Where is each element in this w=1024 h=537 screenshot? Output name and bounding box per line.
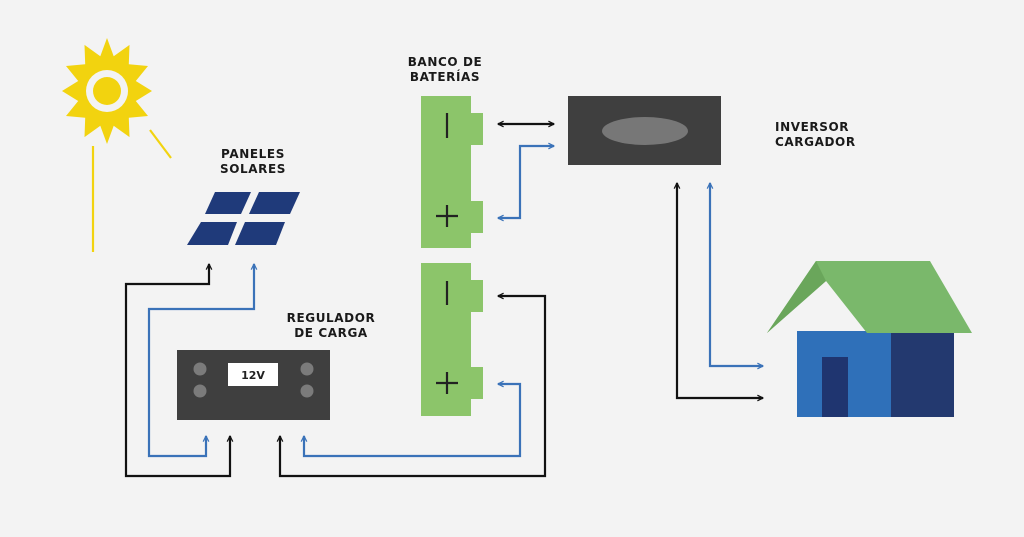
connector-arrow [147, 264, 254, 458]
solar-panel-icon [187, 192, 300, 245]
connector-arrow [280, 296, 547, 478]
label-line: SOLARES [219, 162, 287, 176]
inverter-icon [568, 96, 721, 165]
label-line: CARGADOR [775, 135, 856, 149]
charge-regulator-icon: 12V [177, 350, 330, 420]
regulator-display-text: 12V [241, 369, 265, 382]
label-line: PANELES [221, 147, 285, 161]
solar-panels-label: PANELES SOLARES [207, 147, 299, 177]
house-door [822, 357, 848, 417]
label-line: BATERÍAS [409, 70, 481, 84]
regulator-label: REGULADOR DE CARGA [279, 311, 383, 341]
sun-icon [62, 38, 172, 252]
label-line: BANCO DE [407, 55, 483, 69]
label-line: INVERSOR [775, 120, 850, 134]
connector-arrow [677, 183, 763, 398]
connector-arrow [710, 183, 763, 366]
label-line: REGULADOR [286, 311, 376, 325]
connector-arrow [304, 384, 522, 458]
battery-icon [421, 96, 483, 248]
inverter-label: INVERSOR CARGADOR [775, 120, 885, 150]
house-icon [767, 261, 972, 417]
label-line: DE CARGA [294, 326, 368, 340]
battery-icon [421, 263, 483, 416]
sun-ray-line [149, 129, 172, 159]
battery-bank-label: BANCO DE BATERÍAS [395, 55, 495, 85]
connector-arrow [498, 146, 554, 218]
inverter-screen [602, 117, 688, 145]
